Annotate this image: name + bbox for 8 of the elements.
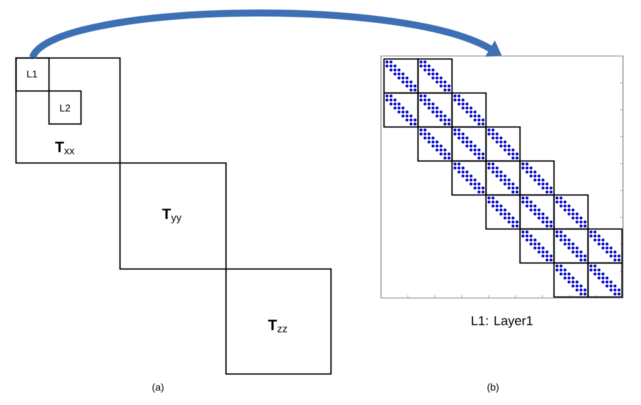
spy-plot-drawing [380, 56, 624, 298]
sub-block: L2 [48, 90, 82, 125]
matrix-block: T$_{yy}$ [119, 162, 227, 270]
matrix-block: T$_{zz}$ [225, 268, 332, 375]
plot-caption: L1: Layer1 [472, 316, 533, 328]
panel-label: (b) [488, 383, 498, 393]
sub-block: L1 [15, 57, 50, 92]
panel-label: (a) [152, 383, 164, 393]
